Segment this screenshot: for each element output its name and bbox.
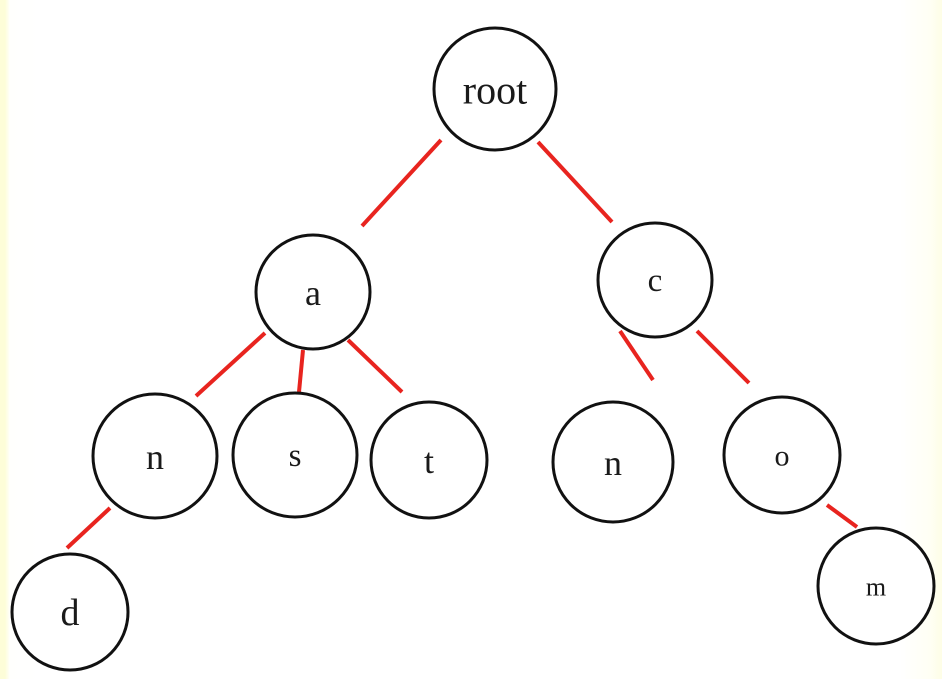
edges-layer — [65, 138, 859, 550]
tree-node-c[interactable]: c — [596, 221, 714, 339]
tree-node-root[interactable]: root — [432, 26, 558, 152]
tree-node-t[interactable]: t — [369, 400, 489, 520]
node-circle-o — [722, 395, 842, 515]
node-circle-d — [10, 552, 130, 672]
tree-edge-n1-to-d — [65, 506, 112, 550]
tree-node-m[interactable]: m — [816, 526, 936, 646]
node-circle-m — [816, 526, 936, 646]
node-label-d: d — [61, 592, 80, 634]
node-label-t: t — [424, 441, 434, 481]
node-label-c: c — [648, 263, 663, 299]
tree-node-a[interactable]: a — [254, 233, 372, 351]
tree-edge-root-to-a — [360, 138, 443, 228]
tree-edge-root-to-c — [536, 140, 614, 224]
node-circle-c — [596, 221, 714, 339]
node-circle-t — [369, 400, 489, 520]
node-circle-a — [254, 233, 372, 351]
node-circle-n2 — [551, 400, 675, 524]
node-circle-root — [432, 26, 558, 152]
tree-node-n1[interactable]: n — [91, 392, 219, 520]
tree-edge-a-to-n1 — [194, 331, 267, 398]
tree-edge-a-to-s — [297, 349, 305, 393]
tree-node-o[interactable]: o — [722, 395, 842, 515]
tree-node-d[interactable]: d — [10, 552, 130, 672]
tree-edge-c-to-n2 — [618, 329, 655, 382]
node-label-s: s — [289, 438, 302, 474]
tree-edge-o-to-m — [825, 503, 859, 529]
node-label-n1: n — [146, 437, 164, 477]
node-circle-n1 — [91, 392, 219, 520]
tree-node-n2[interactable]: n — [551, 400, 675, 524]
node-label-o: o — [775, 440, 790, 473]
tree-node-s[interactable]: s — [231, 391, 359, 519]
nodes-layer: root a c n s t n o d m — [10, 26, 936, 672]
node-label-a: a — [305, 273, 321, 313]
node-label-n2: n — [604, 443, 622, 483]
node-circle-s — [231, 391, 359, 519]
tree-edge-a-to-t — [346, 338, 404, 394]
node-label-root: root — [463, 68, 527, 113]
node-label-m: m — [866, 573, 886, 602]
tree-edge-c-to-o — [695, 329, 751, 385]
